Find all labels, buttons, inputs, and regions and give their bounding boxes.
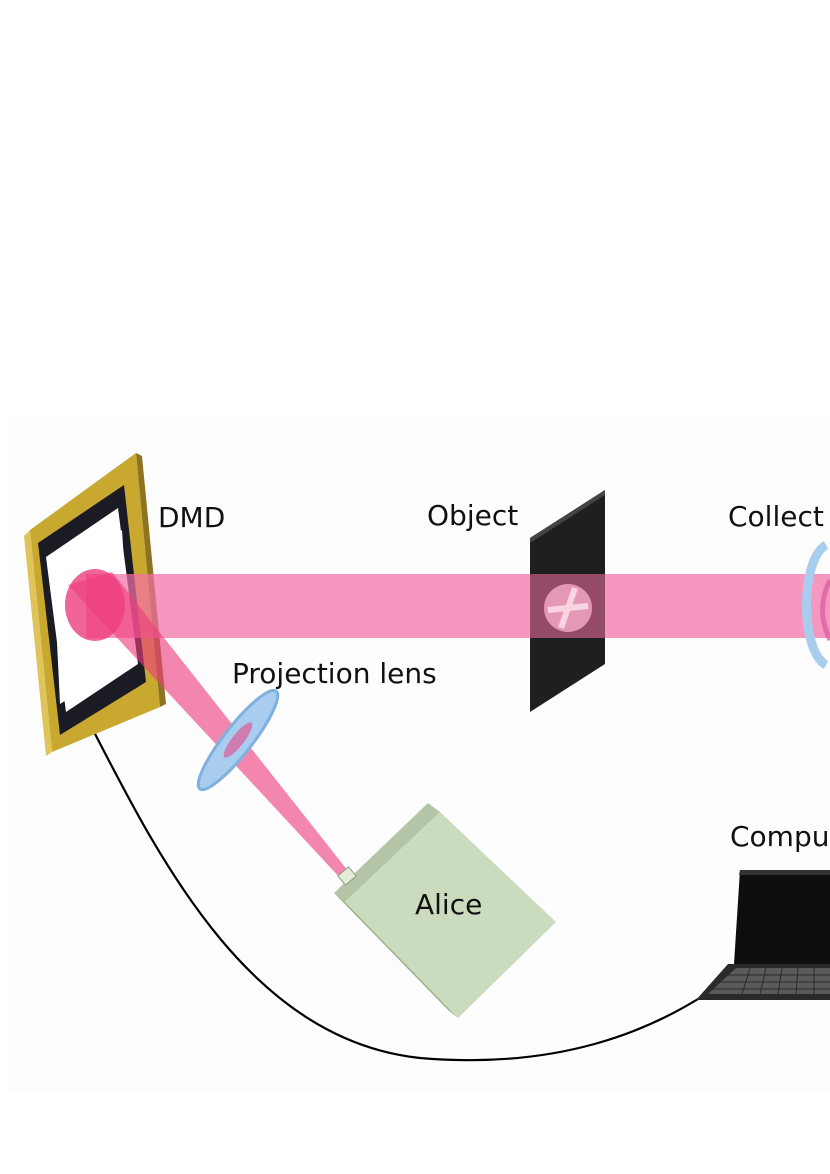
projection-lens-label: Projection lens xyxy=(232,657,437,690)
object-cross-pattern xyxy=(544,584,592,632)
collecting-lens xyxy=(802,541,830,669)
computer-laptop xyxy=(696,870,830,1000)
projection-beam xyxy=(68,572,352,880)
main-beam xyxy=(86,574,830,638)
dmd-label: DMD xyxy=(158,501,226,534)
dmd-computer-cable xyxy=(91,727,707,1062)
projection-lens xyxy=(196,688,280,792)
computer-label: Compu xyxy=(730,820,830,853)
alice-label: Alice xyxy=(415,888,483,921)
alice-box xyxy=(334,803,556,1018)
collecting-lens-label: Collect xyxy=(728,500,824,533)
object-label: Object xyxy=(427,499,519,532)
